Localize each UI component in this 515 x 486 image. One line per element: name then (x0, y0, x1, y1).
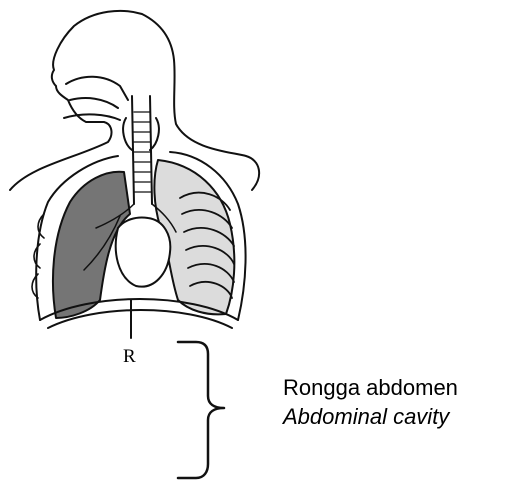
body-outline (10, 11, 259, 190)
heart (116, 217, 171, 286)
abdominal-cavity-label-english: Abdominal cavity (283, 404, 449, 430)
abdominal-cavity-label-malay: Rongga abdomen (283, 375, 458, 401)
curly-brace (178, 342, 224, 478)
trachea-rings (134, 112, 151, 192)
larynx (123, 118, 159, 150)
label-r: R (123, 346, 136, 368)
nasal-cavity (64, 77, 128, 120)
